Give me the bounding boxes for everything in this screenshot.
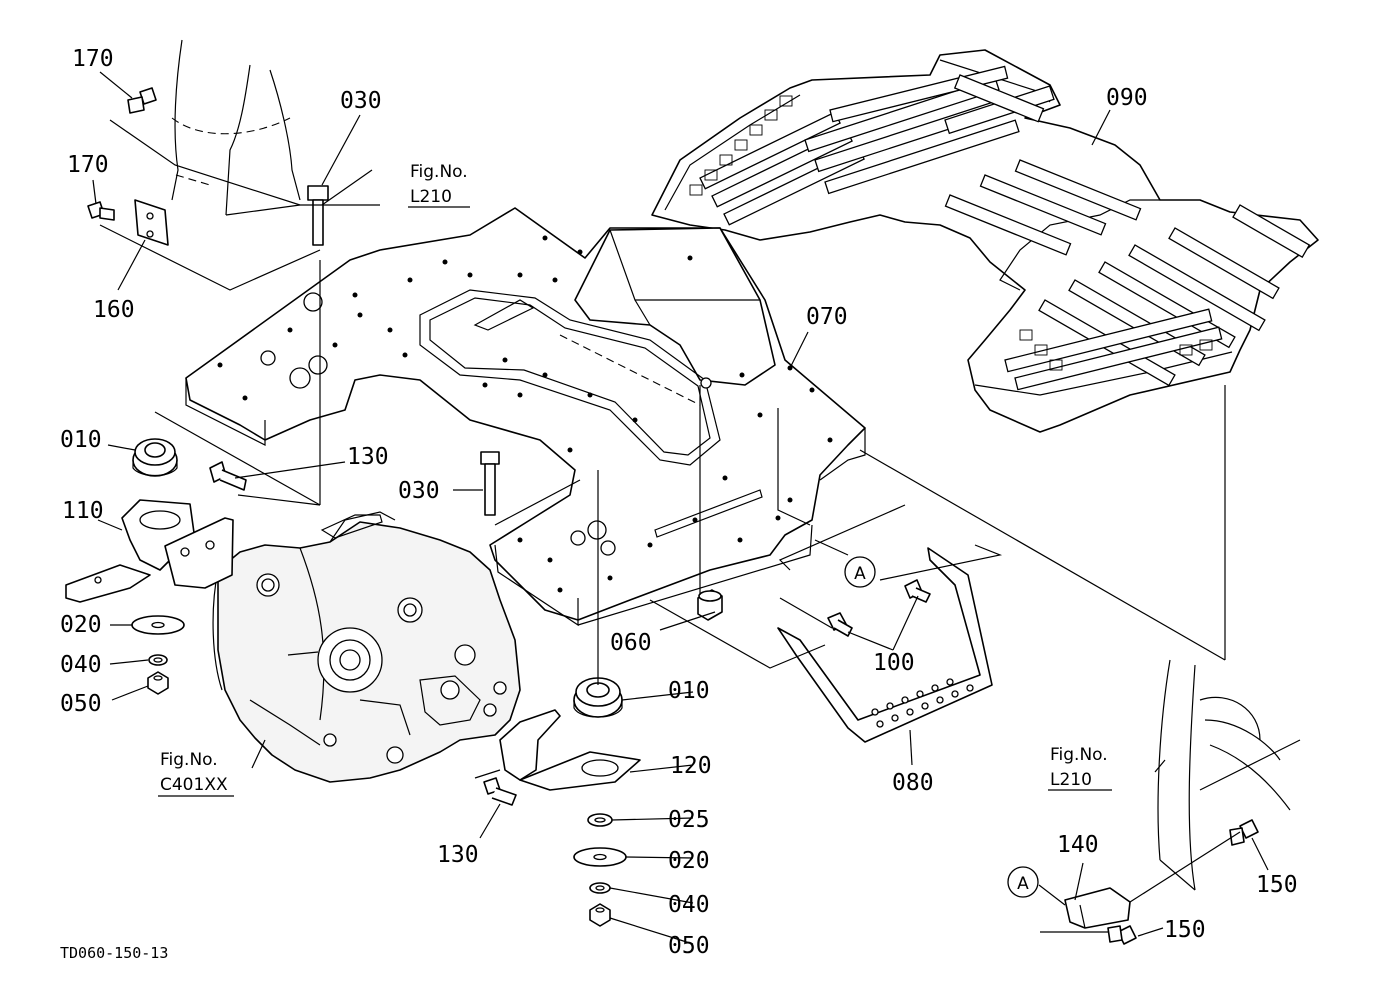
rubber-stopper-060[interactable] (697, 589, 723, 621)
section-marker-a-right[interactable]: A (1007, 866, 1039, 898)
callout-150-upper[interactable]: 150 (1256, 872, 1298, 898)
fig-ref-top[interactable]: Fig.No. L210 (408, 162, 470, 208)
washer-020-right[interactable] (573, 847, 627, 867)
bolt-150-upper[interactable] (1229, 819, 1259, 846)
fender-outline-left (171, 39, 301, 216)
callout-100[interactable]: 100 (873, 650, 915, 676)
rubber-mount-010-left[interactable] (132, 438, 178, 477)
callout-020-left[interactable]: 020 (60, 612, 102, 638)
spacer-025[interactable] (587, 813, 613, 827)
step-080[interactable] (777, 547, 993, 743)
bolt-030-middle[interactable] (480, 451, 500, 516)
step-plate-holes (260, 292, 712, 556)
callout-050-right[interactable]: 050 (668, 933, 710, 959)
callout-030-top[interactable]: 030 (340, 88, 382, 114)
callout-040-right[interactable]: 040 (668, 892, 710, 918)
svg-text:A: A (1017, 874, 1029, 894)
fig-ref-transmission[interactable]: Fig.No. C401XX (158, 750, 234, 797)
callout-labels: 170 170 160 030 030 010 010 110 130 130 … (60, 46, 1298, 959)
callout-140[interactable]: 140 (1057, 832, 1099, 858)
callout-170-top[interactable]: 170 (72, 46, 114, 72)
bolt-030-top[interactable] (307, 185, 329, 246)
callout-040-left[interactable]: 040 (60, 652, 102, 678)
callout-130-left[interactable]: 130 (347, 444, 389, 470)
svg-text:Fig.No.: Fig.No. (160, 750, 218, 770)
section-marker-a-center[interactable]: A (844, 556, 876, 588)
bolt-170-top[interactable] (127, 87, 157, 114)
callout-150-lower[interactable]: 150 (1164, 917, 1206, 943)
bolt-130-left[interactable] (209, 461, 247, 491)
bolt-100-right[interactable] (904, 579, 931, 603)
callout-010-right[interactable]: 010 (668, 678, 710, 704)
floor-mat-090[interactable] (651, 49, 1319, 433)
fender-outline-right (1157, 659, 1301, 891)
bolt-150-lower[interactable] (1107, 925, 1137, 945)
nut-050-right[interactable] (589, 903, 611, 927)
callout-020-right[interactable]: 020 (668, 848, 710, 874)
step-plate-070[interactable] (185, 207, 866, 627)
callout-030-middle[interactable]: 030 (398, 478, 440, 504)
fig-ref-right[interactable]: Fig.No. L210 (1048, 745, 1112, 791)
callout-090[interactable]: 090 (1106, 85, 1148, 111)
svg-text:L210: L210 (1050, 770, 1092, 790)
callout-170-middle[interactable]: 170 (67, 152, 109, 178)
bolt-170-middle[interactable] (87, 201, 115, 221)
callout-010-left[interactable]: 010 (60, 427, 102, 453)
bolt-100-left[interactable] (827, 612, 853, 637)
callout-050-left[interactable]: 050 (60, 691, 102, 717)
callout-110[interactable]: 110 (62, 498, 104, 524)
lock-washer-040-left[interactable] (148, 654, 168, 666)
washer-020-left[interactable] (131, 615, 185, 635)
nut-050-left[interactable] (147, 671, 169, 695)
callout-160[interactable]: 160 (93, 297, 135, 323)
svg-text:Fig.No.: Fig.No. (1050, 745, 1108, 765)
bracket-160[interactable] (134, 199, 169, 246)
callout-025[interactable]: 025 (668, 807, 710, 833)
drawing-code: TD060-150-13 (60, 944, 168, 962)
callout-130-right[interactable]: 130 (437, 842, 479, 868)
transmission-housing (212, 511, 521, 783)
bracket-140[interactable] (1064, 887, 1131, 929)
svg-text:A: A (854, 564, 866, 584)
svg-text:Fig.No.: Fig.No. (410, 162, 468, 182)
callout-060[interactable]: 060 (610, 630, 652, 656)
callout-070[interactable]: 070 (806, 304, 848, 330)
step-080-holes (871, 678, 974, 728)
callout-080[interactable]: 080 (892, 770, 934, 796)
svg-text:L210: L210 (410, 187, 452, 207)
bracket-110[interactable] (65, 499, 234, 603)
svg-text:C401XX: C401XX (160, 775, 228, 795)
bracket-120[interactable] (499, 709, 641, 791)
lock-washer-040-right[interactable] (589, 882, 611, 894)
leader-lines (92, 71, 1269, 945)
callout-120[interactable]: 120 (670, 753, 712, 779)
floor-mat-slats (699, 65, 1311, 391)
bolt-130-right[interactable] (483, 777, 517, 806)
floor-mat-cells (689, 95, 1213, 371)
